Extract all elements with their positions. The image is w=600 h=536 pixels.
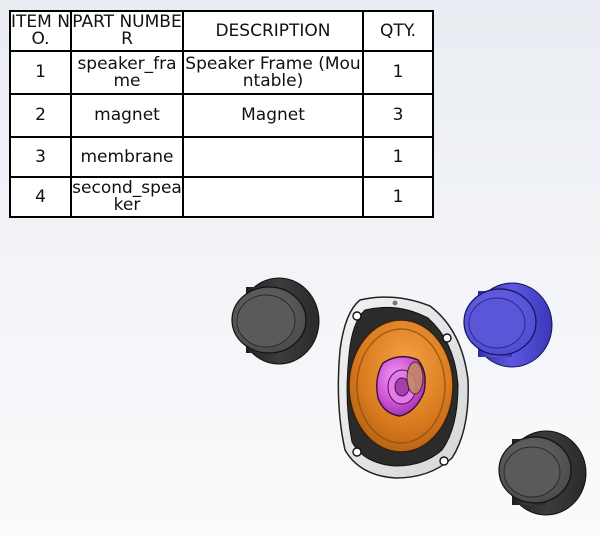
item-number: 1 [9, 50, 72, 95]
header-part-number: PART NUMBER [70, 10, 184, 52]
bom-table: ITEM NO. PART NUMBER DESCRIPTION QTY. 1 … [9, 10, 434, 218]
membrane-part[interactable] [376, 355, 426, 417]
bom-row: 3 membrane 1 [9, 136, 434, 178]
quantity: 1 [362, 176, 434, 218]
quantity: 1 [362, 136, 434, 178]
bom-row: 2 magnet Magnet 3 [9, 93, 434, 138]
header-description: DESCRIPTION [182, 10, 364, 52]
second-speaker-part[interactable] [498, 430, 587, 516]
quantity: 1 [362, 50, 434, 95]
part-number: magnet [70, 93, 184, 138]
bom-row: 4 second_speaker 1 [9, 176, 434, 218]
header-qty: QTY. [362, 10, 434, 52]
item-number: 4 [9, 176, 72, 218]
magnet-part-left[interactable] [231, 277, 320, 365]
header-item-no: ITEM NO. [9, 10, 72, 52]
description: Speaker Frame (Mountable) [182, 50, 364, 95]
magnet-part-blue[interactable] [463, 282, 553, 368]
description [182, 176, 364, 218]
item-number: 3 [9, 136, 72, 178]
part-number: second_speaker [70, 176, 184, 218]
quantity: 3 [362, 93, 434, 138]
part-number: speaker_frame [70, 50, 184, 95]
part-number: membrane [70, 136, 184, 178]
bom-header-row: ITEM NO. PART NUMBER DESCRIPTION QTY. [9, 10, 434, 52]
bom-row: 1 speaker_frame Speaker Frame (Mountable… [9, 50, 434, 95]
description: Magnet [182, 93, 364, 138]
speaker-frame-part[interactable] [337, 296, 469, 479]
item-number: 2 [9, 93, 72, 138]
description [182, 136, 364, 178]
